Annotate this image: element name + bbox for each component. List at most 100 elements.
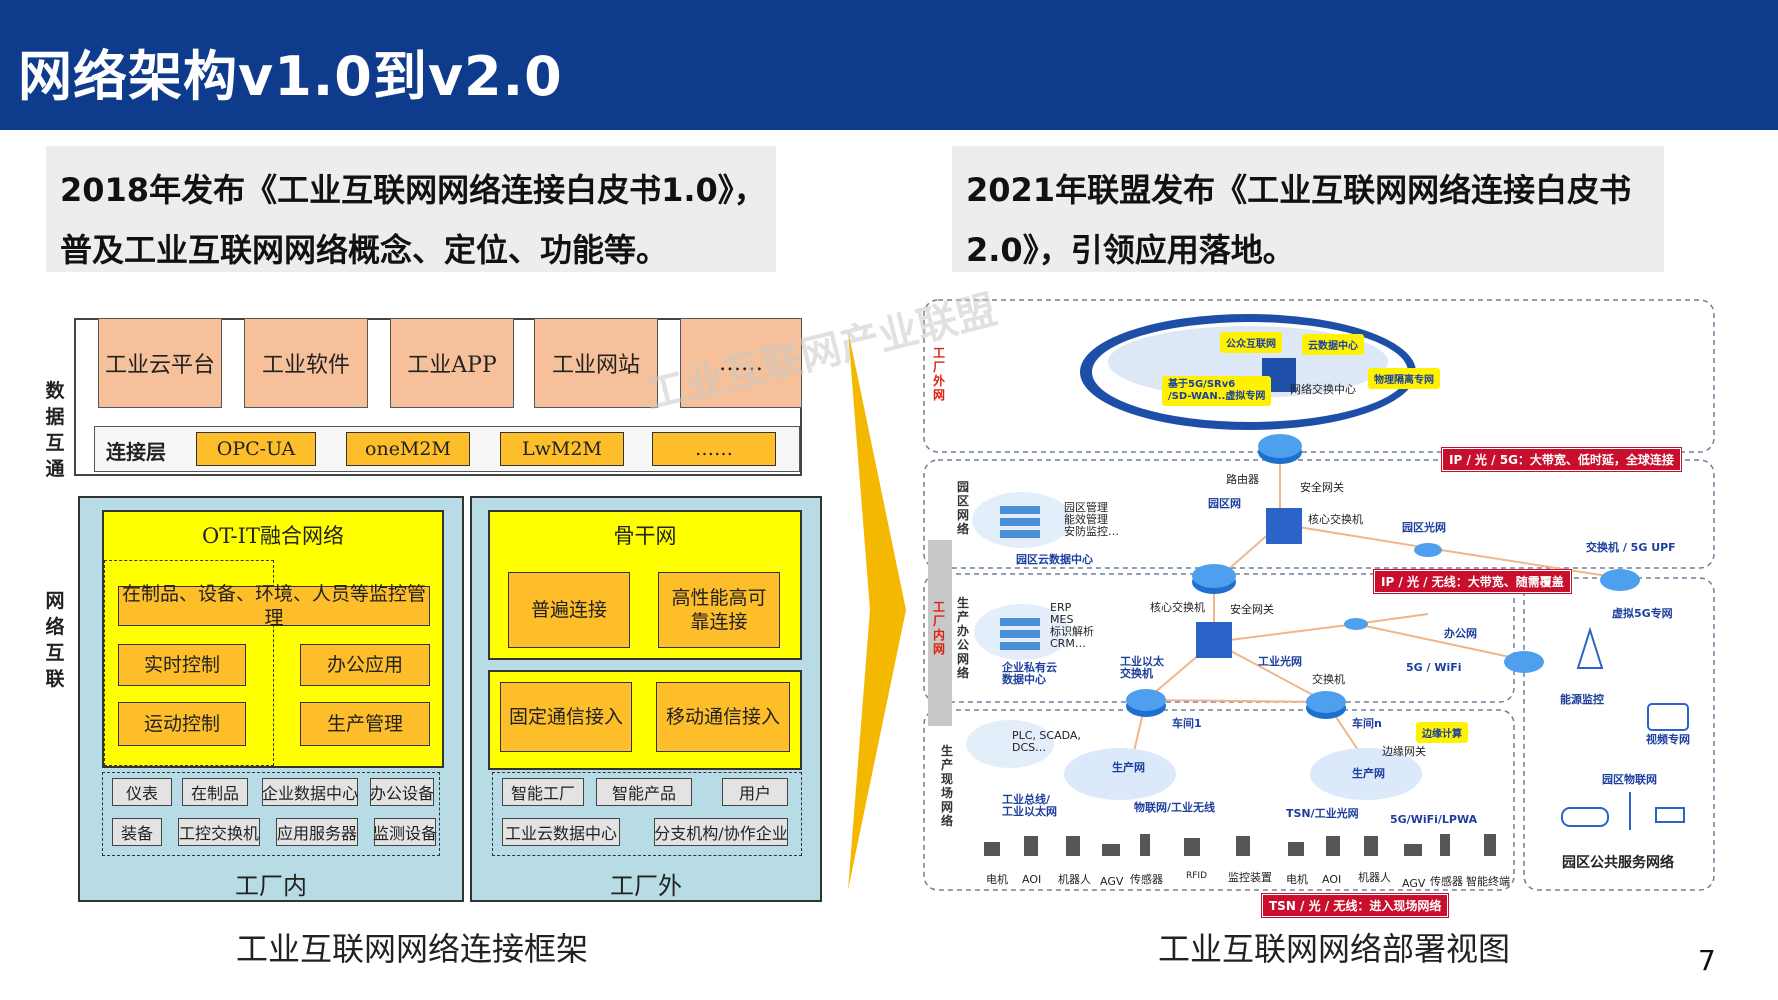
cloud-data-center: 云数据中心 xyxy=(1302,334,1364,355)
tag-wan: IP / 光 / 5G：大带宽、低时延，全球连接 xyxy=(1441,447,1682,472)
right-intro-line2: 2.0》，引领应用落地。 xyxy=(966,231,1295,269)
top-box-software: 工业软件 xyxy=(244,318,368,408)
label-edge-gateway: 边缘网关 xyxy=(1382,745,1426,758)
device-wip: 在制品 xyxy=(182,778,248,806)
device-smart-factory: 智能工厂 xyxy=(502,778,584,806)
label-energy-monitor: 能源监控 xyxy=(1560,693,1604,706)
label-industrial-optical: 工业光网 xyxy=(1258,655,1302,668)
field-device-rfid: RFID xyxy=(1186,871,1208,881)
device-office-equipment: 办公设备 xyxy=(370,778,434,806)
tag-field: TSN / 光 / 无线：进入现场网络 xyxy=(1260,893,1450,918)
device-equipment: 装备 xyxy=(112,818,162,846)
label-production-net-1: 生产网 xyxy=(1112,761,1145,774)
device-enterprise-dc: 企业数据中心 xyxy=(262,778,358,806)
cloud-public-internet: 公众互联网 xyxy=(1220,332,1282,353)
right-intro-line1: 2021年联盟发布《工业互联网网络连接白皮书 xyxy=(966,171,1632,209)
device-industrial-switch: 工控交换机 xyxy=(178,818,260,846)
protocol-opc-ua: OPC-UA xyxy=(196,432,316,466)
zone-label-office: 生产办公网络 xyxy=(956,596,969,680)
label-video-network: 视频专网 xyxy=(1646,733,1690,746)
device-instrument: 仪表 xyxy=(112,778,172,806)
out-factory-footer: 工厂外 xyxy=(610,872,682,900)
monitor-management: 在制品、设备、环境、人员等监控管理 xyxy=(118,583,430,629)
label-erp-mes: ERP MES 标识解析 CRM… xyxy=(1050,601,1094,650)
realtime-control: 实时控制 xyxy=(118,644,246,686)
label-plc-scada: PLC, SCADA, DCS… xyxy=(1012,729,1081,754)
label-production-net-2: 生产网 xyxy=(1352,767,1385,780)
label-park-management: 园区管理 能效管理 安防监控… xyxy=(1064,501,1119,538)
right-caption: 工业互联网网络部署视图 xyxy=(1158,930,1511,968)
label-park-iot: 园区物联网 xyxy=(1602,773,1657,786)
label-fieldbus: 工业总线/ 工业以太网 xyxy=(1002,793,1057,818)
page-number: 7 xyxy=(1698,944,1716,977)
protocol-more: …… xyxy=(652,432,776,466)
top-box-website: 工业网站 xyxy=(534,318,658,408)
connection-layer-label: 连接层 xyxy=(106,440,166,464)
tag-park: IP / 光 / 无线：大带宽、随需覆盖 xyxy=(1373,569,1572,594)
field-device-aoi-2: AOI xyxy=(1322,873,1342,886)
label-workshop-1: 车间1 xyxy=(1172,717,1202,730)
left-intro-box: 2018年发布《工业互联网网络连接白皮书1.0》， 普及工业互联网网络概念、定位… xyxy=(46,146,776,272)
device-branch-partner: 分支机构/协作企业 xyxy=(654,818,788,846)
cloud-physical-isolation: 物理隔离专网 xyxy=(1368,368,1440,389)
field-device-sensor-1: 传感器 xyxy=(1130,873,1163,886)
left-intro-line1: 2018年发布《工业互联网网络连接白皮书1.0》， xyxy=(60,171,766,209)
field-device-agv-2: AGV xyxy=(1402,877,1426,890)
network-exchange-center: 网络交换中心 xyxy=(1290,383,1356,396)
device-smart-product: 智能产品 xyxy=(596,778,692,806)
label-wifi-lpwa: 5G/WiFi/LPWA xyxy=(1390,813,1478,826)
high-performance-connection: 高性能高可靠连接 xyxy=(658,572,780,648)
mobile-access: 移动通信接入 xyxy=(656,682,790,752)
backbone-title: 骨干网 xyxy=(613,524,677,548)
zone-label-inside: 工厂内网 xyxy=(932,600,945,656)
transition-arrow-icon xyxy=(848,330,906,890)
field-device-motor-1: 电机 xyxy=(986,873,1008,886)
label-park-public-service: 园区公共服务网络 xyxy=(1562,855,1674,871)
top-box-cloud-platform: 工业云平台 xyxy=(98,318,222,408)
fixed-access: 固定通信接入 xyxy=(500,682,632,752)
label-security-gateway-1: 安全网关 xyxy=(1300,481,1344,494)
top-box-more: …… xyxy=(680,318,802,408)
cloud-sd-wan: 基于5G/SRv6 /SD-WAN..虚拟专网 xyxy=(1162,376,1272,406)
zone-label-field: 生产现场网络 xyxy=(940,744,953,828)
label-edge-compute: 边缘计算 xyxy=(1416,722,1468,743)
device-app-server: 应用服务器 xyxy=(276,818,358,846)
label-park-network: 园区网 xyxy=(1208,497,1241,510)
ot-dashed-region xyxy=(104,560,274,766)
zone-label-park: 园区网络 xyxy=(956,480,969,536)
field-device-robot-2: 机器人 xyxy=(1358,871,1391,884)
field-device-agv-1: AGV xyxy=(1100,875,1124,888)
out-factory-devices-region xyxy=(492,772,802,856)
label-office-network: 办公网 xyxy=(1444,627,1477,640)
device-industrial-cloud-dc: 工业云数据中心 xyxy=(502,818,620,846)
label-workshop-n: 车间n xyxy=(1352,717,1382,730)
field-device-aoi-1: AOI xyxy=(1022,873,1042,886)
protocol-lwm2m: LwM2M xyxy=(500,432,624,466)
field-device-smart-terminal: 智能终端 xyxy=(1466,875,1510,888)
network-interconnect-label: 网络互联 xyxy=(45,590,65,690)
ot-it-title: OT-IT融合网络 xyxy=(202,524,344,548)
label-tsn-optical: TSN/工业光网 xyxy=(1286,807,1359,820)
general-connection: 普遍连接 xyxy=(508,572,630,648)
title-bar xyxy=(0,0,1778,130)
field-device-sensor-2: 传感器 xyxy=(1430,875,1463,888)
label-switch: 交换机 xyxy=(1312,673,1345,686)
label-ethernet-switch: 工业以太 交换机 xyxy=(1120,655,1164,680)
slide-title: 网络架构v1.0到v2.0 xyxy=(18,45,563,108)
device-user: 用户 xyxy=(722,778,788,806)
in-factory-footer: 工厂内 xyxy=(235,872,307,900)
field-device-motor-2: 电机 xyxy=(1286,873,1308,886)
zone-label-outside: 工厂外网 xyxy=(932,346,945,402)
label-switch-5g-upf: 交换机 / 5G UPF xyxy=(1586,541,1676,554)
motion-control: 运动控制 xyxy=(118,702,246,746)
label-security-gateway-2: 安全网关 xyxy=(1230,603,1274,616)
left-intro-line2: 普及工业互联网网络概念、定位、功能等。 xyxy=(60,231,669,269)
label-park-optical: 园区光网 xyxy=(1402,521,1446,534)
production-management: 生产管理 xyxy=(300,702,430,746)
right-intro-box: 2021年联盟发布《工业互联网网络连接白皮书 2.0》，引领应用落地。 xyxy=(952,146,1664,272)
field-device-robot-1: 机器人 xyxy=(1058,873,1091,886)
device-monitoring-equipment: 监测设备 xyxy=(373,818,437,846)
label-iot-wireless: 物联网/工业无线 xyxy=(1134,801,1216,814)
in-factory-devices-region xyxy=(102,772,440,856)
top-box-app: 工业APP xyxy=(390,318,514,408)
